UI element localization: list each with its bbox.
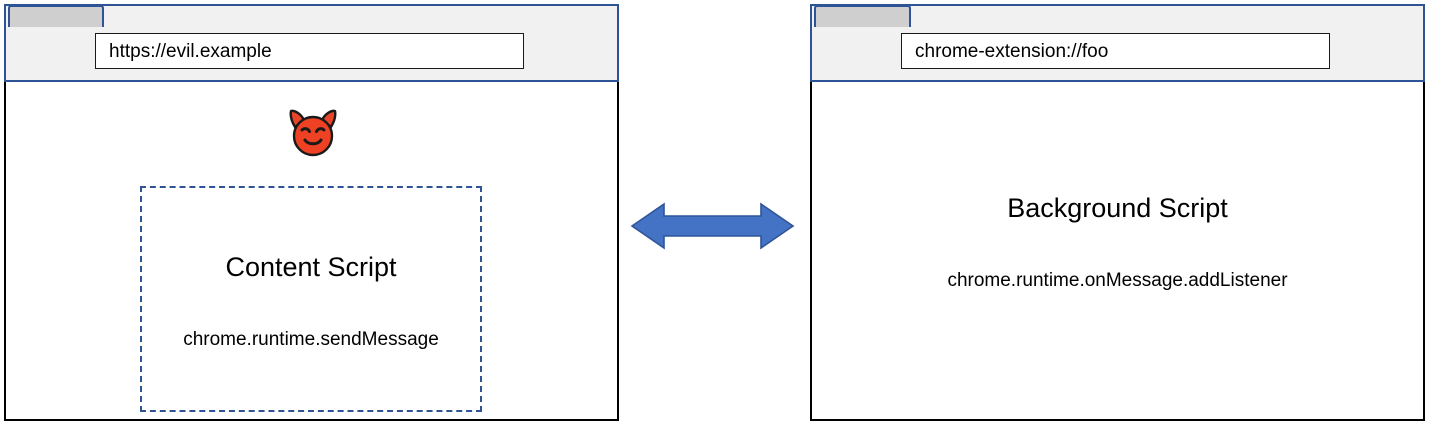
bidirectional-message-arrow xyxy=(630,200,795,252)
left-viewport: Content Script chrome.runtime.sendMessag… xyxy=(4,82,619,421)
left-browser-tab[interactable] xyxy=(8,5,104,27)
content-script-api: chrome.runtime.sendMessage xyxy=(183,329,439,350)
smiling-face-with-horns-icon xyxy=(285,107,341,159)
background-script-title: Background Script xyxy=(1007,193,1228,223)
right-url-text: chrome-extension://foo xyxy=(915,40,1109,62)
content-script-title: Content Script xyxy=(225,252,397,282)
left-url-text: https://evil.example xyxy=(109,40,272,62)
right-url-bar[interactable]: chrome-extension://foo xyxy=(901,33,1330,69)
content-script-box: Content Script chrome.runtime.sendMessag… xyxy=(140,186,482,412)
right-browser-tab[interactable] xyxy=(814,5,911,27)
right-browser-window: chrome-extension://foo Background Script… xyxy=(806,0,1426,424)
left-url-bar[interactable]: https://evil.example xyxy=(95,33,524,69)
background-script-api: chrome.runtime.onMessage.addListener xyxy=(947,270,1288,291)
right-viewport: Background Script chrome.runtime.onMessa… xyxy=(810,82,1425,421)
left-browser-window: https://evil.example Content Script chro… xyxy=(0,0,620,424)
